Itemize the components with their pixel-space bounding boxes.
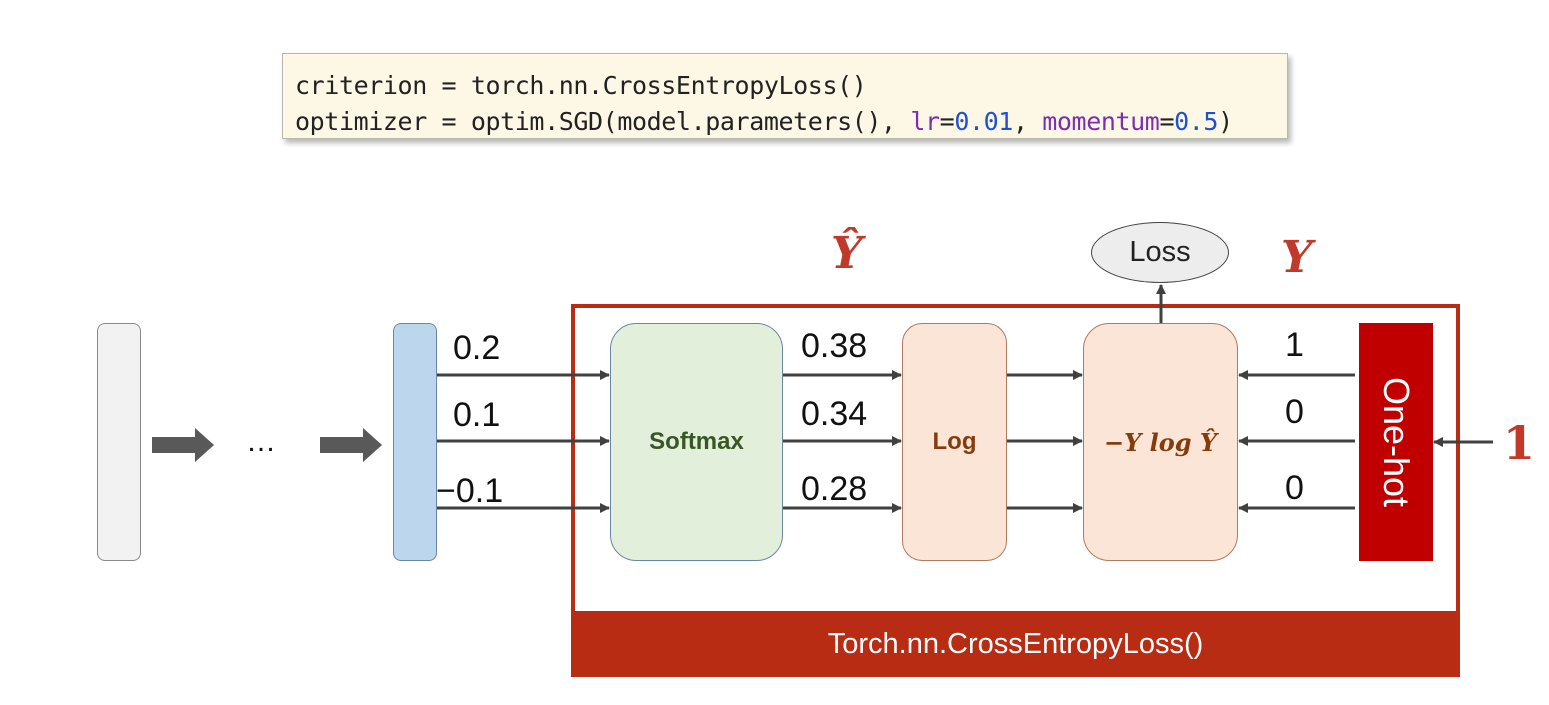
prob-value: 0.38 xyxy=(801,327,868,365)
nll-node: −Y log Ŷ xyxy=(1083,323,1238,561)
y-hat-symbol: Ŷ xyxy=(831,228,863,279)
prob-value: 0.28 xyxy=(801,470,868,508)
onehot-value: 0 xyxy=(1285,393,1304,431)
logit-value: −0.1 xyxy=(436,472,504,510)
prob-value: 0.34 xyxy=(801,395,868,433)
code-lr-equals: = xyxy=(939,107,955,136)
softmax-node: Softmax xyxy=(610,323,783,561)
code-line-criterion: criterion = torch.nn.CrossEntropyLoss() xyxy=(295,71,867,100)
cross-entropy-footer: Torch.nn.CrossEntropyLoss() xyxy=(571,612,1460,677)
layers-ellipsis: … xyxy=(246,425,278,458)
log-node: Log xyxy=(902,323,1007,561)
block-arrow-1 xyxy=(152,428,214,462)
y-symbol: Y xyxy=(1281,232,1313,283)
output-logits-layer xyxy=(393,323,437,561)
code-snippet: criterion = torch.nn.CrossEntropyLoss() o… xyxy=(282,53,1288,139)
input-layer xyxy=(97,323,141,561)
onehot-label: One-hot xyxy=(1376,376,1418,508)
code-momentum-keyword: momentum xyxy=(1042,107,1160,136)
code-optimizer-prefix: optimizer = optim.SGD(model.parameters()… xyxy=(295,107,911,136)
onehot-value: 0 xyxy=(1285,469,1304,507)
block-arrow-2 xyxy=(320,428,382,462)
onehot-node: One-hot xyxy=(1359,323,1433,561)
logit-value: 0.1 xyxy=(453,396,501,434)
code-momentum-equals: = xyxy=(1159,107,1175,136)
onehot-value: 1 xyxy=(1285,326,1304,364)
code-line-optimizer: optimizer = optim.SGD(model.parameters()… xyxy=(295,104,1287,140)
code-lr-keyword: lr xyxy=(910,107,940,136)
target-class-label: 1 xyxy=(1503,416,1536,470)
loss-node: Loss xyxy=(1091,222,1229,283)
code-separator: , xyxy=(1012,107,1043,136)
code-close-paren: ) xyxy=(1218,107,1233,136)
code-momentum-value: 0.5 xyxy=(1174,107,1219,136)
code-lr-value: 0.01 xyxy=(954,107,1013,136)
logit-value: 0.2 xyxy=(453,329,501,367)
